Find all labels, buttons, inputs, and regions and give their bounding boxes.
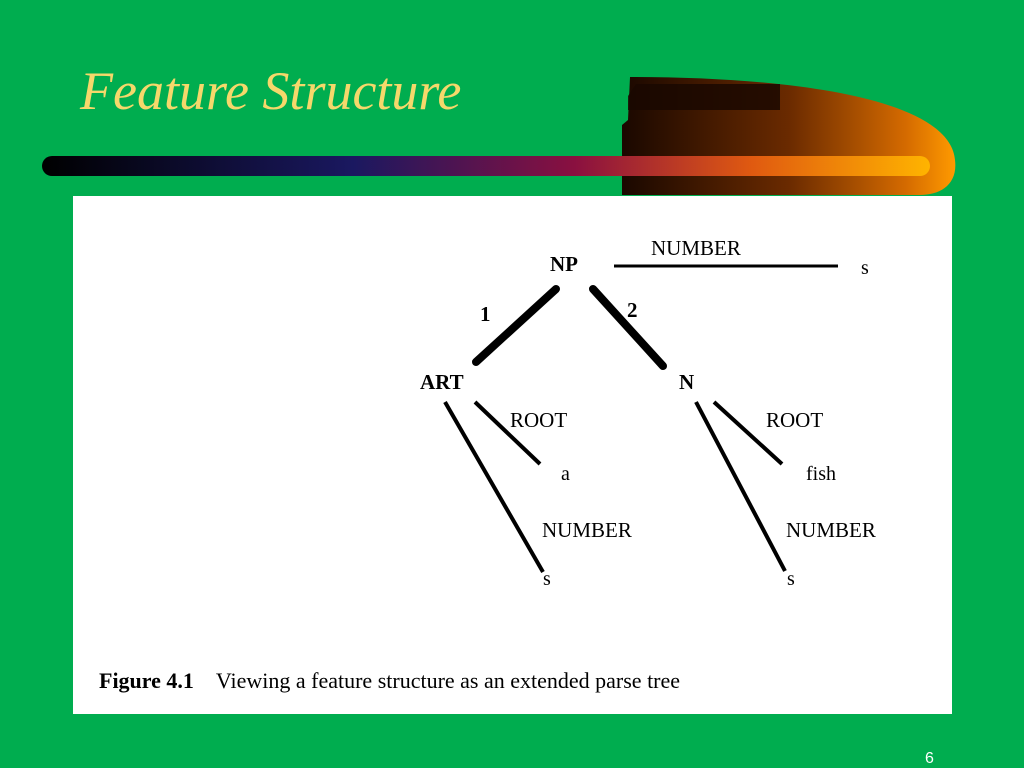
edge-np-art — [472, 285, 560, 366]
art-root-value: a — [561, 463, 570, 485]
title-underline-bar — [42, 156, 930, 176]
figure-caption-label: Figure 4.1 — [99, 668, 194, 693]
parse-tree-diagram: NP ART N 1 2 NUMBER s ROOT a NUMBER s RO… — [420, 236, 876, 590]
n-root-feature: ROOT — [766, 408, 823, 432]
np-number-value: s — [861, 257, 869, 279]
figure-panel: NP ART N 1 2 NUMBER s ROOT a NUMBER s RO… — [73, 196, 952, 714]
slide-title: Feature Structure — [80, 61, 462, 121]
edge-np-n — [589, 285, 667, 370]
figure-caption: Figure 4.1 Viewing a feature structure as… — [99, 668, 680, 694]
np-number-feature: NUMBER — [651, 236, 741, 260]
node-np: NP — [550, 252, 578, 276]
art-root-feature: ROOT — [510, 408, 567, 432]
edge-art-number — [443, 401, 545, 573]
swoosh-dark-band — [628, 84, 780, 110]
figure-caption-text: Viewing a feature structure as an extend… — [215, 668, 681, 693]
node-n: N — [679, 370, 694, 394]
edge-n-number — [694, 401, 787, 572]
n-number-value: s — [787, 568, 795, 590]
page-number: 6 — [925, 750, 934, 767]
art-number-value: s — [543, 568, 551, 590]
n-root-value: fish — [806, 463, 836, 485]
edge-art-root — [473, 400, 542, 466]
edge-label-1: 1 — [480, 302, 491, 326]
node-art: ART — [420, 370, 464, 394]
edge-n-root — [712, 400, 784, 466]
art-number-feature: NUMBER — [542, 518, 632, 542]
n-number-feature: NUMBER — [786, 518, 876, 542]
edge-label-2: 2 — [627, 298, 638, 322]
